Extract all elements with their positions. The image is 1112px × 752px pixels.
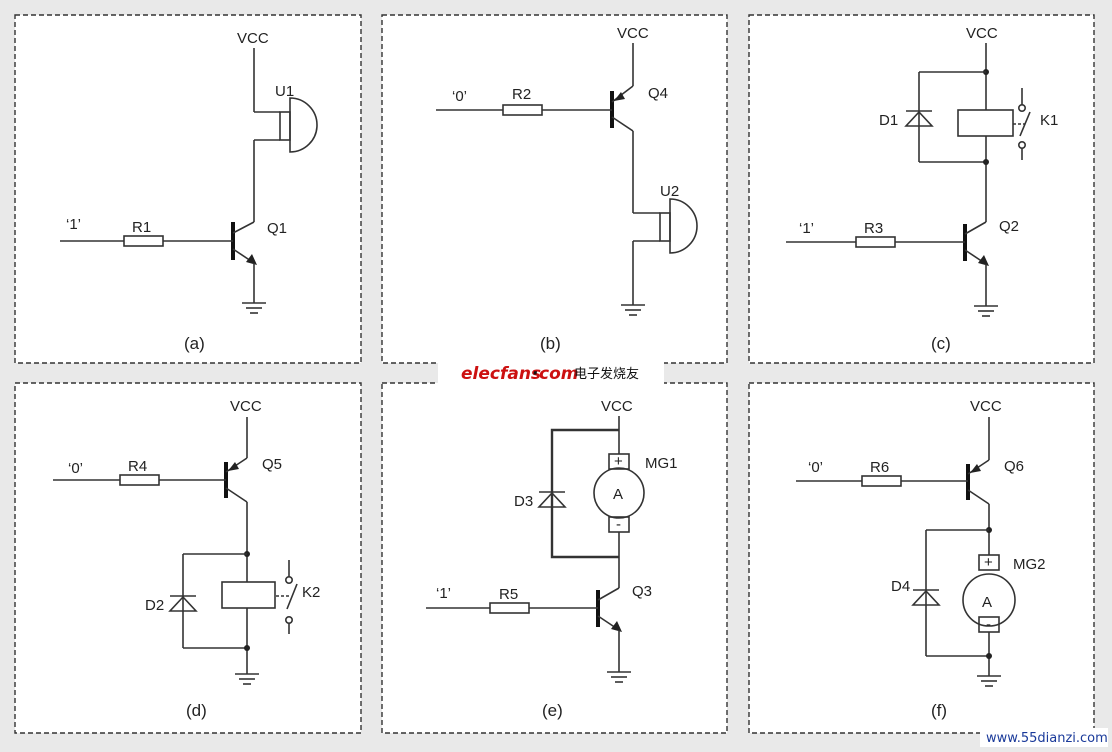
transistor-q1 [231, 221, 257, 265]
watermark-55dianzi: www.55dianzi.com [980, 728, 1108, 747]
panel-c: VCC D1 K1 Q2 [786, 25, 1058, 353]
input-label: ‘0’ [808, 459, 823, 476]
q4-label: Q4 [648, 85, 668, 102]
panel-a: VCC U1 Q1 ‘1’ R1 (a) [60, 30, 318, 353]
d4-label: D4 [891, 578, 910, 595]
r6-label: R6 [870, 459, 889, 476]
watermark-com: com [539, 364, 578, 384]
diode-d3 [537, 491, 567, 508]
diode-d2 [168, 595, 198, 612]
minus-sign: - [616, 516, 621, 533]
panel-f: VCC Q6 ‘0’ R6 D4 + A - MG2 [796, 398, 1046, 720]
input-label: ‘1’ [799, 220, 814, 237]
d3-label: D3 [514, 493, 533, 510]
r2-label: R2 [512, 86, 531, 103]
vcc-label: VCC [230, 398, 262, 415]
watermark-brand: elecfans [461, 364, 541, 384]
panel-d: VCC Q5 ‘0’ R4 D2 [53, 398, 320, 720]
d1-label: D1 [879, 112, 898, 129]
caption-a: (a) [184, 334, 205, 353]
k1-label: K1 [1040, 112, 1058, 129]
panel-d-frame [14, 382, 362, 734]
input-label: ‘0’ [68, 460, 83, 477]
r4-label: R4 [128, 458, 147, 475]
junction-dot [244, 645, 250, 651]
caption-f: (f) [931, 701, 947, 720]
q1-label: Q1 [267, 220, 287, 237]
caption-b: (b) [540, 334, 561, 353]
motor-symbol: A [982, 594, 992, 611]
panel-b: VCC Q4 ‘0’ R2 U2 (b) [436, 25, 698, 353]
caption-e: (e) [542, 701, 563, 720]
q5-label: Q5 [262, 456, 282, 473]
input-label: ‘0’ [452, 88, 467, 105]
input-label: ‘1’ [436, 585, 451, 602]
relay-switch-k2 [276, 560, 298, 634]
transistor-q6 [966, 459, 990, 505]
watermark-site: www.55dianzi.com [986, 731, 1108, 746]
caption-d: (d) [186, 701, 207, 720]
u1-label: U1 [275, 83, 294, 100]
q2-label: Q2 [999, 218, 1019, 235]
diode-d4 [911, 589, 941, 606]
panel-a-frame [14, 14, 362, 364]
ground-symbol [974, 305, 998, 317]
buzzer-u1 [254, 97, 318, 153]
ground-symbol [235, 673, 259, 685]
vcc-label: VCC [237, 30, 269, 47]
diode-d1 [904, 110, 934, 127]
junction-dot [986, 653, 992, 659]
ground-symbol [242, 302, 266, 314]
plus-sign: + [984, 554, 993, 571]
plus-sign: + [614, 453, 623, 470]
vcc-label: VCC [970, 398, 1002, 415]
junction-dot [983, 159, 989, 165]
q6-label: Q6 [1004, 458, 1024, 475]
q3-label: Q3 [632, 583, 652, 600]
watermark-dot: · [532, 364, 538, 384]
vcc-label: VCC [601, 398, 633, 415]
watermark-cn: 电子发烧友 [574, 366, 639, 382]
ground-symbol [607, 671, 631, 683]
transistor-q3 [596, 587, 622, 632]
mg1-label: MG1 [645, 455, 678, 472]
input-label: ‘1’ [66, 216, 81, 233]
u2-label: U2 [660, 183, 679, 200]
r1-label: R1 [132, 219, 151, 236]
ground-symbol [977, 675, 1001, 687]
motor-symbol: A [613, 486, 623, 503]
r5-label: R5 [499, 586, 518, 603]
panel-c-frame [748, 14, 1095, 364]
watermark-elecfans: elecfans · com 电子发烧友 [438, 360, 664, 384]
caption-c: (c) [931, 334, 951, 353]
relay-switch-k1 [1013, 88, 1031, 160]
vcc-label: VCC [966, 25, 998, 42]
mg2-label: MG2 [1013, 556, 1046, 573]
k2-label: K2 [302, 584, 320, 601]
buzzer-u2 [633, 198, 698, 254]
panel-f-frame [748, 382, 1095, 734]
r3-label: R3 [864, 220, 883, 237]
panel-e: VCC D3 + A - MG1 Q3 ‘1’ R5 [426, 398, 678, 720]
ground-symbol [621, 304, 645, 316]
panel-b-frame [381, 14, 728, 364]
d2-label: D2 [145, 597, 164, 614]
vcc-label: VCC [617, 25, 649, 42]
relay-coil-k2 [221, 581, 276, 609]
minus-sign: - [986, 616, 991, 633]
